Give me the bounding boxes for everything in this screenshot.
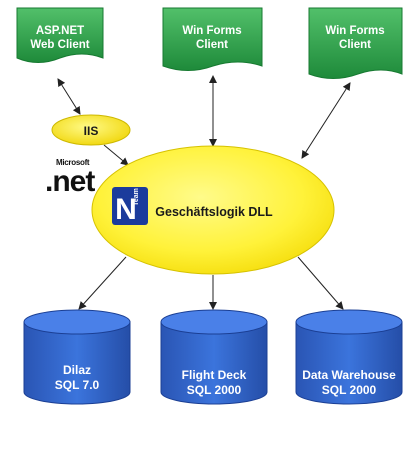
db-warehouse-line1: Data Warehouse xyxy=(302,368,396,382)
arrow-core-warehouse xyxy=(297,256,344,310)
core-label: Geschäftslogik DLL xyxy=(155,205,273,219)
iis-ellipse xyxy=(51,114,131,146)
db-flightdeck-body xyxy=(160,321,268,405)
db-flightdeck-line2: SQL 2000 xyxy=(187,383,242,397)
core-ellipse xyxy=(91,145,335,275)
client-winforms-1-line1: Win Forms xyxy=(182,25,241,37)
db-warehouse-line2: SQL 2000 xyxy=(322,383,377,397)
db-warehouse-top xyxy=(295,309,403,335)
client-winforms-1-line2: Client xyxy=(196,39,228,51)
iis-label: IIS xyxy=(84,124,99,138)
db-warehouse-body xyxy=(295,321,403,405)
client-winforms-2-line2: Client xyxy=(339,39,371,51)
db-dilaz-body xyxy=(23,321,131,405)
dotnet-logo-brand: .net xyxy=(45,165,95,198)
arrow-winforms2-core xyxy=(301,82,351,159)
core-node: N Team Geschäftslogik DLL xyxy=(91,145,335,275)
db-dilaz-line2: SQL 7.0 xyxy=(55,378,100,392)
arrow-core-dilaz xyxy=(78,256,127,310)
client-web-line1: ASP.NET xyxy=(36,25,84,37)
team-logo-badge xyxy=(112,187,148,225)
client-winforms-1-shape xyxy=(162,7,263,71)
client-web-shape xyxy=(16,7,104,63)
dotnet-logo: Microsoft .net xyxy=(45,158,96,198)
client-winforms-2-line1: Win Forms xyxy=(325,25,384,37)
client-winforms-2: Win Forms Client xyxy=(308,7,403,79)
db-flightdeck-line1: Flight Deck xyxy=(182,368,247,382)
team-logo: N Team xyxy=(112,187,148,226)
arrow-web-iis xyxy=(57,78,81,115)
client-winforms-1: Win Forms Client xyxy=(162,7,263,71)
db-dilaz-top xyxy=(23,309,131,335)
client-web: ASP.NET Web Client xyxy=(16,7,104,63)
db-flightdeck: Flight Deck SQL 2000 xyxy=(160,309,268,405)
connectors xyxy=(57,75,351,310)
db-warehouse: Data Warehouse SQL 2000 xyxy=(295,309,403,405)
db-dilaz-line1: Dilaz xyxy=(63,363,91,377)
arrow-iis-core xyxy=(103,144,129,166)
iis-node: IIS xyxy=(51,114,131,146)
client-winforms-2-shape xyxy=(308,7,403,79)
team-logo-word: Team xyxy=(133,188,140,206)
client-web-line2: Web Client xyxy=(30,39,89,51)
dotnet-logo-vendor: Microsoft xyxy=(56,158,90,167)
team-logo-letter: N xyxy=(115,193,137,226)
db-flightdeck-top xyxy=(160,309,268,335)
db-dilaz: Dilaz SQL 7.0 xyxy=(23,309,131,405)
